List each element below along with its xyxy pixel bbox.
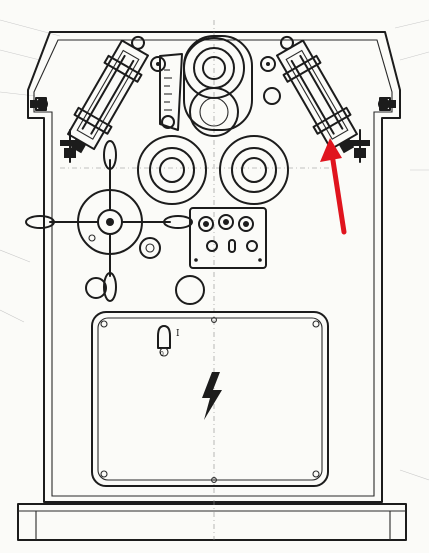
- machine-frame: [17, 31, 407, 541]
- access-door: [91, 311, 329, 487]
- right-cylinder: [276, 35, 358, 154]
- arrow-icon: [320, 138, 347, 235]
- right-cylinder-bolt: [350, 129, 370, 163]
- left-cylinder-bolt: [60, 129, 80, 163]
- top-roller: [183, 35, 253, 137]
- control-panel: [189, 207, 267, 269]
- right-side-knob: [378, 97, 396, 111]
- lower-right-roller: [219, 135, 289, 205]
- main-switch: I 0: [157, 325, 180, 358]
- lightning-bolt-icon: [202, 372, 222, 420]
- left-cylinder: [67, 35, 149, 154]
- small-hub: [85, 237, 205, 305]
- right-pivot: [260, 56, 281, 105]
- scale-arm: [150, 53, 183, 131]
- lower-left-roller: [137, 135, 207, 205]
- switch-position-label: I: [176, 329, 180, 339]
- handwheel: [25, 140, 193, 302]
- left-side-knob: [30, 97, 48, 111]
- switch-position-alt-label: 0: [160, 351, 164, 358]
